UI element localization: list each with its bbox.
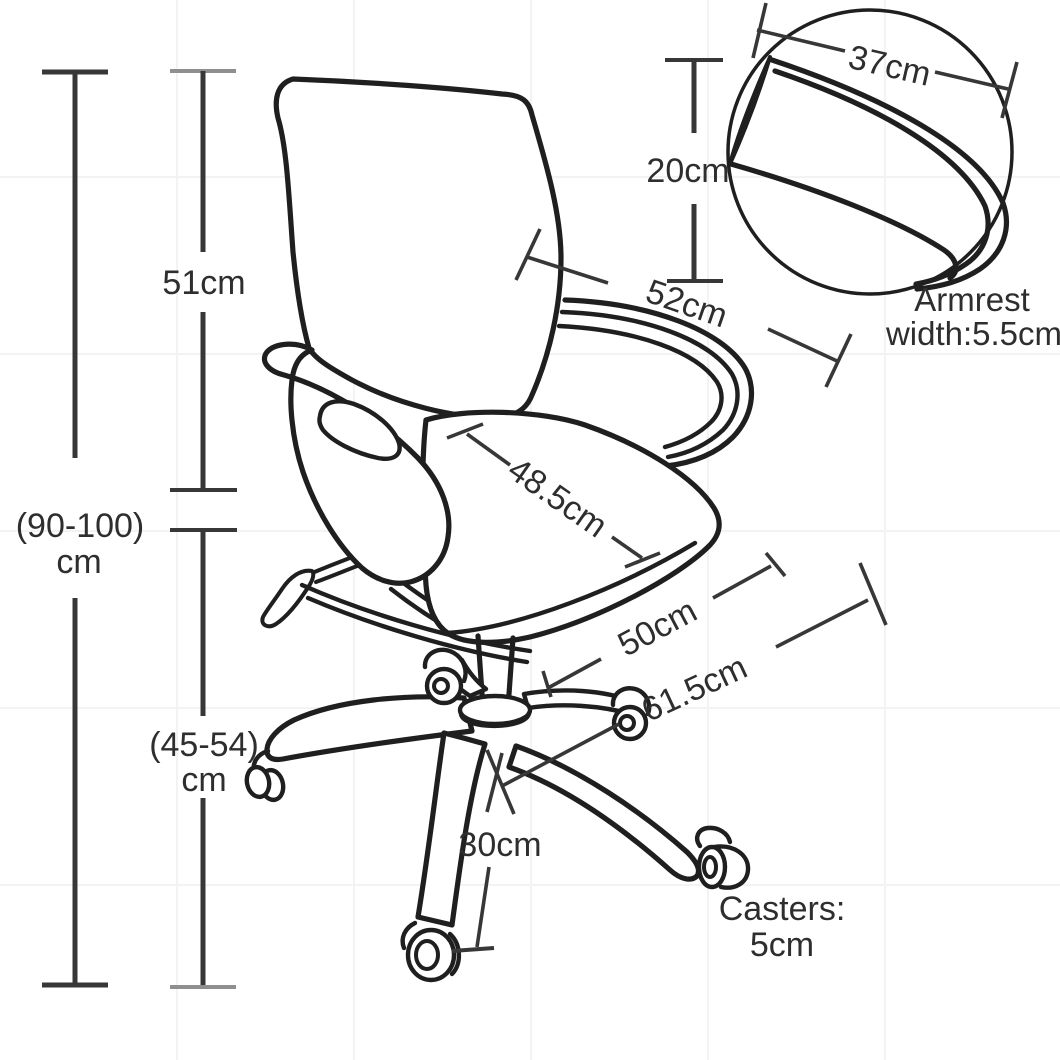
armrest-detail-circle — [726, 8, 1014, 296]
left-armrest-hole — [317, 399, 402, 461]
front-leg — [415, 730, 488, 928]
label-leg-length: 30cm — [458, 826, 541, 864]
dim-leg-length — [451, 749, 516, 953]
right-armrest — [556, 297, 755, 469]
label-base-span: 61.5cm — [636, 648, 753, 730]
caster-back-left — [422, 647, 468, 706]
dim-back-and-seat-height — [170, 69, 237, 989]
casters — [244, 647, 751, 983]
label-back-height: 51cm — [162, 264, 245, 302]
dim-base-span — [501, 562, 888, 788]
dim-overall-height — [42, 69, 108, 988]
label-overall-height-line1: (90-100) — [16, 507, 145, 545]
label-seat-height-line2: cm — [181, 761, 226, 799]
caster-front — [400, 920, 462, 983]
label-overall-height-line2: cm — [56, 543, 101, 581]
label-seat-height-line1: (45-54) — [149, 726, 259, 764]
dim-back-width — [514, 228, 853, 388]
office-chair-drawing — [244, 8, 1014, 983]
label-casters-line1: Casters: — [719, 890, 846, 928]
caster-left — [244, 748, 286, 803]
backrest — [273, 76, 564, 420]
label-armrest-note-line1: Armrest — [914, 281, 1030, 318]
caster-back-right — [610, 686, 652, 742]
base-hub — [457, 693, 533, 729]
front-right-leg — [506, 743, 702, 882]
dim-armrest-length — [751, 2, 1019, 119]
left-armrest — [261, 341, 452, 586]
dim-armrest-rise — [665, 58, 723, 283]
dim-seat-depth — [446, 422, 661, 569]
caster-front-right — [695, 825, 751, 890]
dim-seat-width — [541, 551, 787, 698]
label-armrest-note-line2: width:5.5cm — [885, 315, 1060, 352]
magnifier-circle — [726, 8, 1014, 296]
label-armrest-length: 37cm — [845, 38, 935, 94]
seat — [420, 409, 722, 645]
dimension-lines — [42, 2, 1019, 989]
label-casters-line2: 5cm — [750, 926, 814, 964]
label-armrest-rise: 20cm — [646, 152, 729, 190]
